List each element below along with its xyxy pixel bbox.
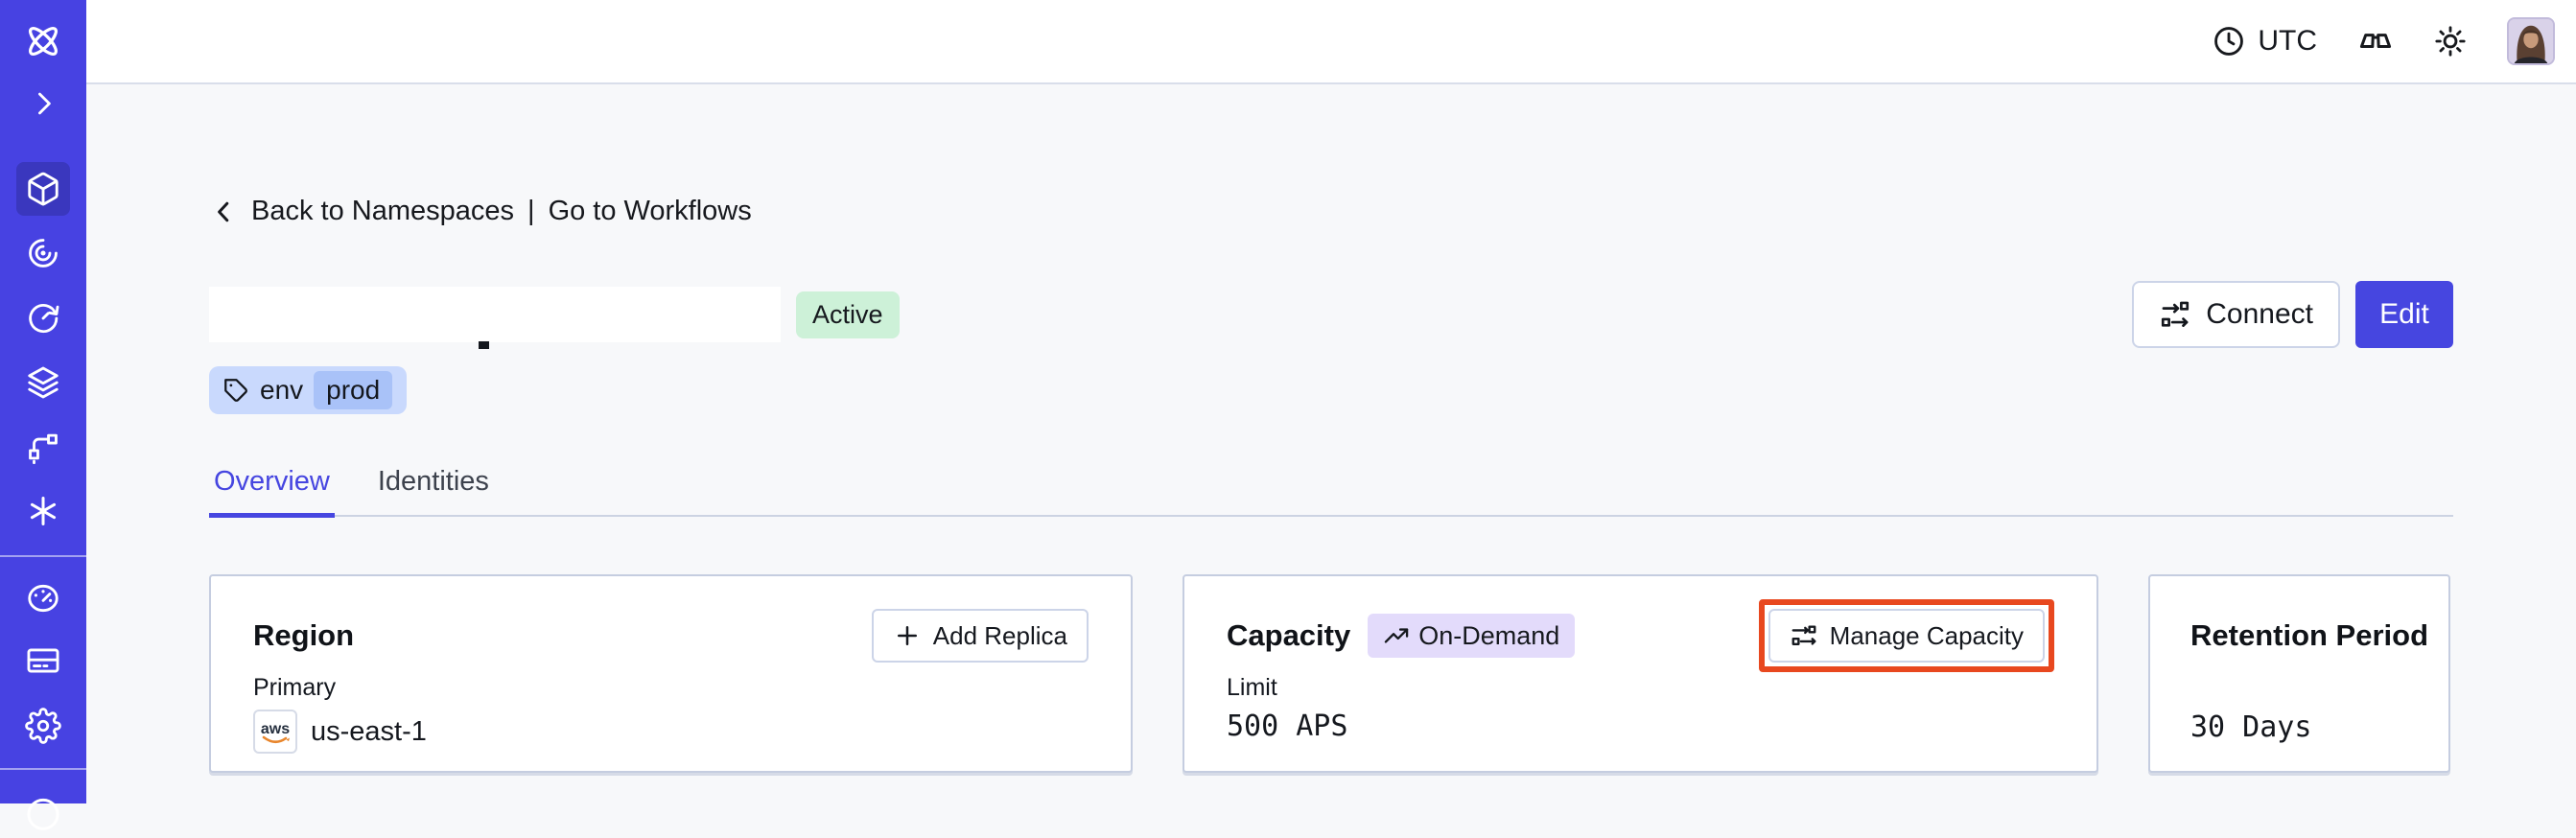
region-card: Region Add Replica Primary aws [209,574,1133,773]
redaction-artifact [479,341,489,349]
plus-icon [893,621,922,650]
gauge-icon [25,580,61,617]
tab-identities[interactable]: Identities [377,466,489,497]
sidebar-item-deployments[interactable] [16,356,70,409]
sidebar-item-usage[interactable] [16,571,70,625]
connect-button[interactable]: Connect [2132,281,2340,348]
tag-key: env [260,375,304,405]
retention-value: 30 Days [2190,710,2312,744]
go-to-workflows-link[interactable]: Go to Workflows [548,196,752,226]
capacity-card: Capacity On-Demand [1183,574,2098,773]
tag-row: env prod [209,366,2453,414]
summary-cards: Region Add Replica Primary aws [209,574,2453,773]
tag-icon [223,378,249,404]
clock-icon [2213,25,2245,58]
on-demand-badge: On-Demand [1368,614,1576,658]
glasses-icon [2357,23,2394,59]
spiral-icon [25,235,61,271]
sidebar-item-batch-operations[interactable] [16,420,70,474]
temporal-logo-icon [21,19,65,63]
region-value: us-east-1 [311,715,427,747]
add-replica-button[interactable]: Add Replica [871,609,1089,663]
limit-label: Limit [1227,674,1277,701]
chevron-left-icon[interactable] [209,198,238,226]
header-actions: Connect Edit [2132,281,2453,348]
cube-icon [25,171,61,207]
sidebar-item-namespaces[interactable] [16,162,70,216]
chevron-right-icon [27,87,59,120]
back-to-namespaces-link[interactable]: Back to Namespaces [251,196,515,226]
sliders-icon [1790,621,1818,650]
add-replica-label: Add Replica [932,620,1067,650]
tag-value-chip: prod [314,371,393,409]
sidebar-divider [0,768,86,770]
sidebar [0,0,86,830]
namespace-title-area: Active [209,287,900,349]
labs-toggle-button[interactable] [2357,23,2394,59]
sidebar-item-schedules[interactable] [16,291,70,345]
timezone-selector[interactable]: UTC [2213,25,2317,58]
circle-icon [24,792,62,830]
on-demand-label: On-Demand [1418,620,1560,650]
breadcrumb-separator: | [527,196,535,226]
capacity-value: 500 APS [1227,710,1348,743]
env-tag[interactable]: env prod [209,366,408,414]
retention-card-title: Retention Period [2190,618,2429,652]
timezone-label: UTC [2258,25,2317,57]
asterisk-icon [25,493,61,529]
clock-retry-icon [25,300,61,337]
breadcrumb: Back to Namespaces | Go to Workflows [209,196,2453,227]
layers-icon [25,364,61,401]
capacity-card-title: Capacity [1227,618,1351,652]
avatar-portrait [2509,19,2553,63]
primary-label: Primary [253,674,337,701]
credit-card-icon [25,642,61,679]
sidebar-item-workflows[interactable] [16,226,70,280]
sidebar-expand-button[interactable] [16,77,70,130]
sidebar-item-logo[interactable] [16,14,70,68]
manage-capacity-label: Manage Capacity [1829,620,2024,650]
user-avatar[interactable] [2507,17,2555,65]
manage-capacity-button[interactable]: Manage Capacity [1768,609,2045,663]
sun-icon [2434,25,2467,58]
edit-button-label: Edit [2379,298,2429,330]
highlight-box: Manage Capacity [1758,599,2054,672]
edit-button[interactable]: Edit [2355,281,2453,348]
connect-button-label: Connect [2206,298,2313,330]
namespace-name-redacted [209,287,781,349]
sidebar-item-settings[interactable] [16,699,70,753]
namespace-detail-page: Back to Namespaces | Go to Workflows Act… [209,84,2453,773]
tab-overview[interactable]: Overview [209,466,335,518]
sidebar-divider [0,555,86,557]
sidebar-item-nexus[interactable] [16,484,70,538]
namespace-header: Active Connect Edit [209,281,2453,349]
region-card-title: Region [253,618,355,652]
topbar: UTC [86,0,2576,84]
pipeline-branch-icon [25,429,61,465]
trending-up-icon [1383,622,1410,649]
region-value-row: aws us-east-1 [253,710,1089,754]
tab-bar: Overview Identities [209,466,2453,518]
retention-card: Retention Period 30 Days [2148,574,2450,773]
sidebar-item-billing[interactable] [16,634,70,687]
status-badge: Active [796,291,900,338]
aws-logo-text: aws [261,721,290,737]
connect-icon [2159,298,2191,331]
aws-logo: aws [253,710,297,754]
sidebar-item-account[interactable] [16,784,70,838]
gear-icon [25,708,61,744]
theme-toggle-button[interactable] [2434,25,2467,58]
